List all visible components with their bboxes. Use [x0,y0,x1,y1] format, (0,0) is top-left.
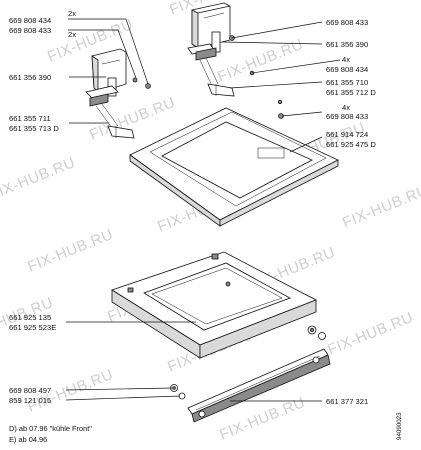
footnote: D) ab 07.96 "kühle Front" [9,424,92,433]
screw-icon [145,83,151,89]
quantity-label: 4x [342,55,350,64]
part-number-label: 669 808 433 [9,26,51,35]
screw-icon [277,100,282,105]
part-number-label: 661 914 724 [326,130,368,139]
watermark-text: FIX-HUB.RU [25,226,116,276]
part-number-label: 661 355 710 [326,78,368,87]
part-number-label: 669 808 433 [326,112,368,121]
part-number-label: 859 121 015 [9,396,51,405]
part-number-label: 669 808 497 [9,386,51,395]
part-number-label: 661 377 321 [326,397,368,406]
footnotes: D) ab 07.96 "kühle Front" E) ab 04.96 [9,424,92,444]
door-handle [187,348,331,423]
part-number-label: 661 356 390 [9,73,51,82]
inner-glass-panel [129,107,339,227]
handle-mounts [170,325,326,400]
hinge-right-upper [187,2,235,97]
screw-icon [132,77,138,83]
part-number-label: 661 355 711 [9,114,51,123]
watermark-text: FIX-HUB.RU [325,309,416,359]
part-number-label: 669 808 434 [326,65,368,74]
screw-icon [225,281,231,287]
quantity-label: 2x [68,9,76,18]
quantity-label: 2x [68,30,76,39]
part-number-label: 661 925 475 D [326,140,376,149]
part-number-label: 669 808 434 [9,16,51,25]
drawing-reference-number: 94090023 [396,412,403,440]
part-number-label: 661 925 135 [9,313,51,322]
part-number-label: 661 355 713 D [9,124,59,133]
part-number-label: 669 808 433 [326,18,368,27]
hinge-left-lower [85,85,135,139]
part-number-label: 661 355 712 D [326,88,376,97]
watermark-text: FIX-HUB.RU [0,154,78,204]
watermark-text: FIX-HUB.RU [340,182,421,232]
part-number-label: 661 356 390 [326,40,368,49]
part-number-label: 661 925 523E [9,323,56,332]
leader-lines [65,18,341,402]
quantity-label: 4x [342,103,350,112]
part-number-labels: 2x 669 808 434 669 808 433 2x 669 808 43… [9,9,376,406]
footnote: E) ab 04.96 [9,435,47,444]
